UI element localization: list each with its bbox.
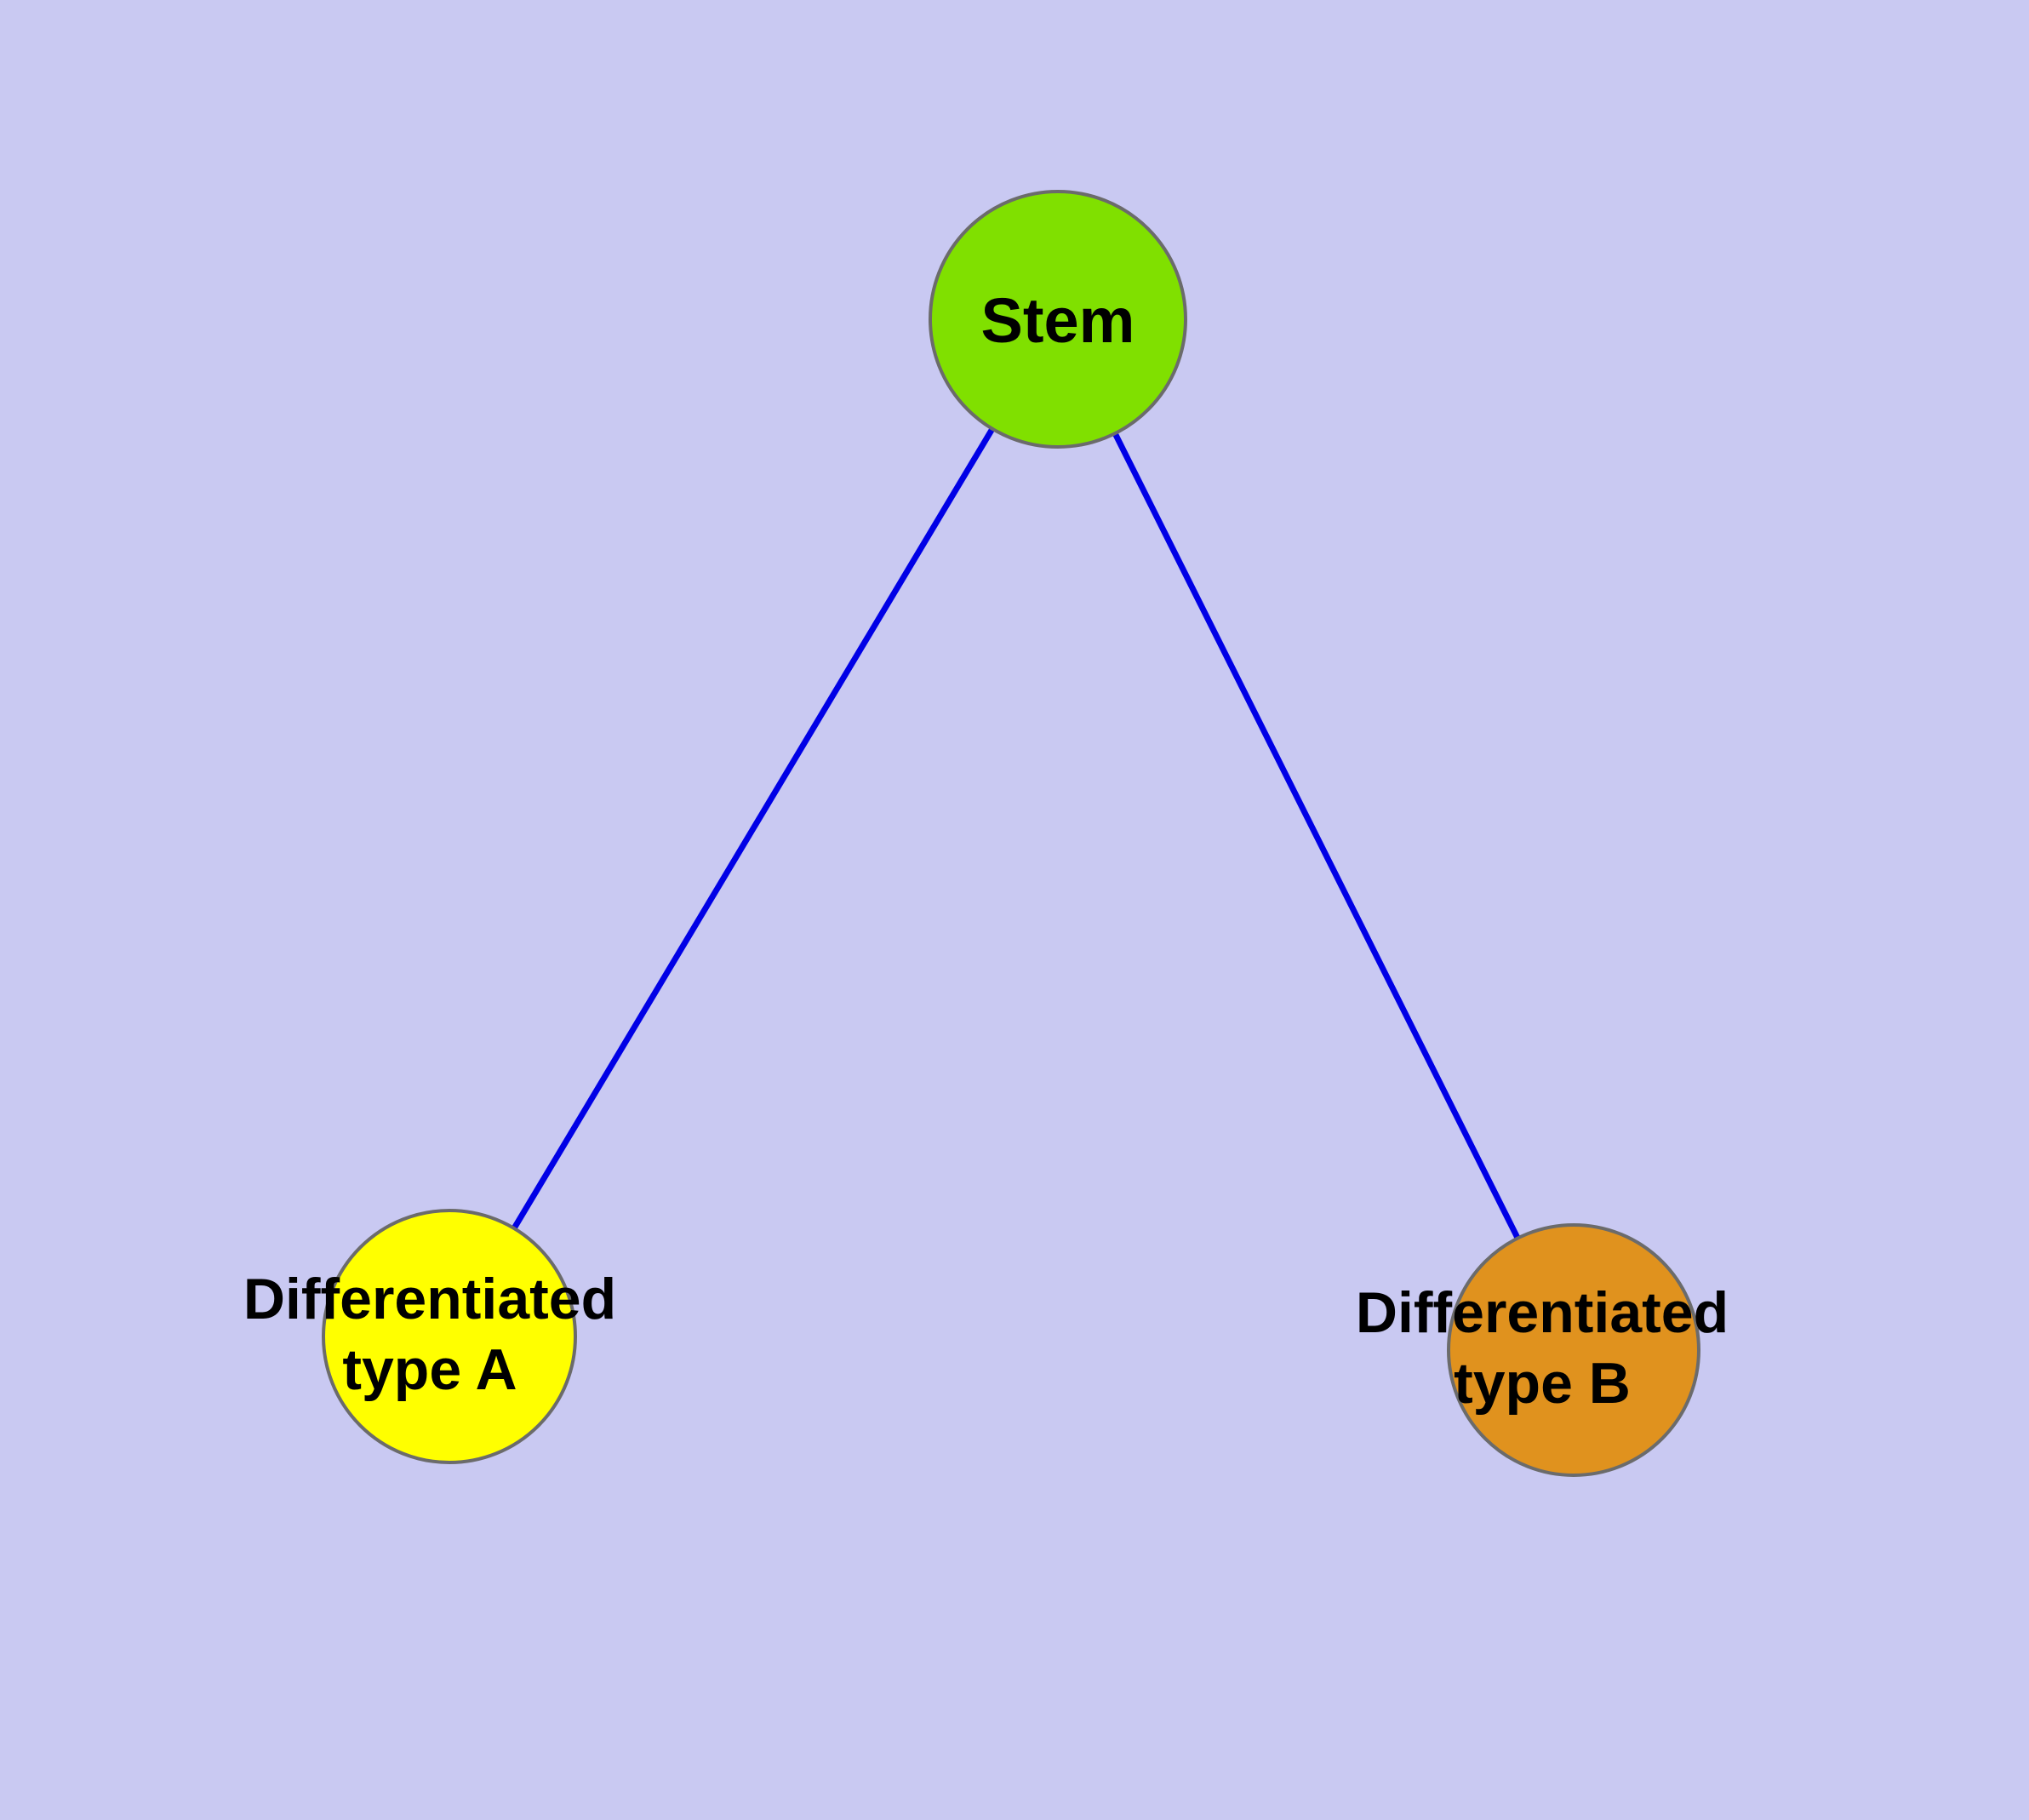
node-label-stem: Stem — [980, 284, 1135, 356]
node-label-differentiated-type-a: Differentiated type A — [243, 1267, 617, 1402]
node-differentiated-type-a — [322, 1209, 577, 1464]
node-stem — [929, 190, 1187, 449]
node-label-differentiated-type-b: Differentiated type B — [1355, 1280, 1729, 1416]
node-differentiated-type-b — [1447, 1223, 1700, 1477]
edge-stem-to-type-b — [1055, 318, 1577, 1352]
edge-stem-to-type-a — [446, 318, 1061, 1338]
